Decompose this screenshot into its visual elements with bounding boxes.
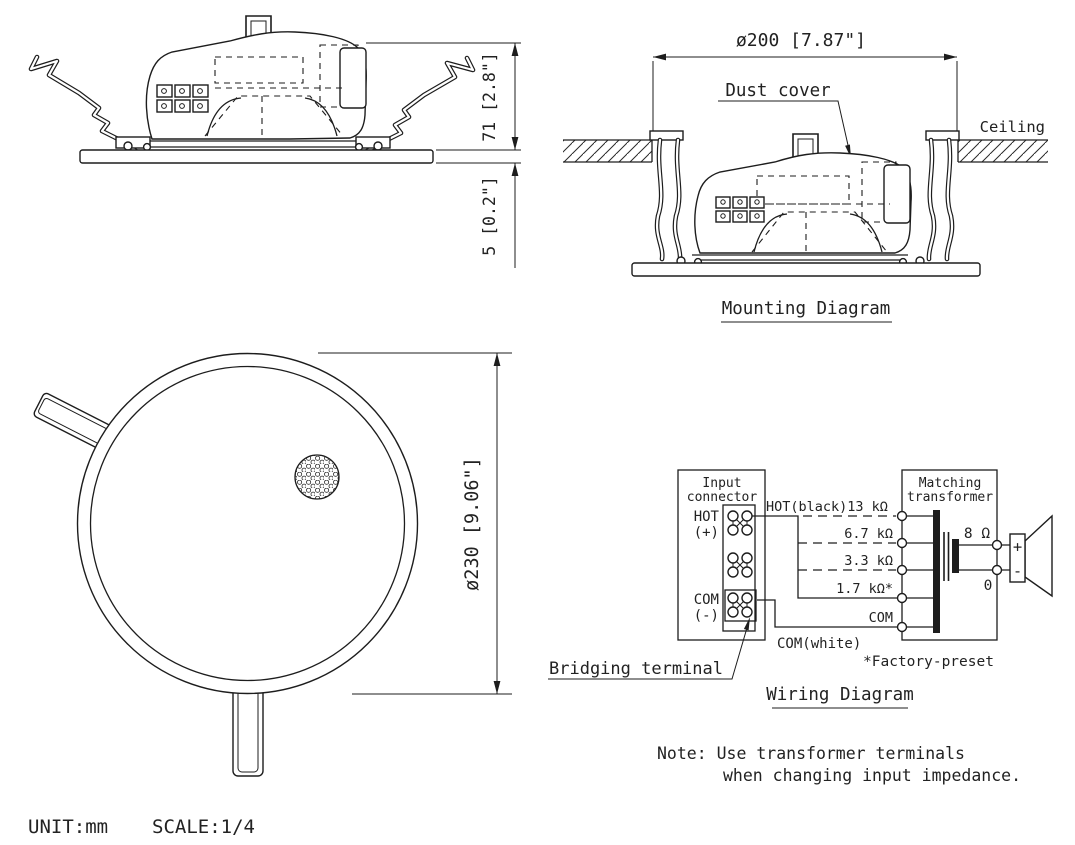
grille-circle bbox=[294, 454, 340, 500]
tap-terminal-6k7 bbox=[896, 537, 908, 549]
input-connector-title-2: connector bbox=[687, 490, 758, 505]
factory-preset-note: *Factory-preset bbox=[863, 654, 994, 670]
bridging-terminal-box bbox=[724, 589, 757, 622]
secondary-impedance-label: 8 Ω bbox=[964, 526, 990, 542]
tap-terminal-3k3 bbox=[896, 564, 908, 576]
com-label: COM bbox=[694, 592, 719, 608]
tap-terminal-com bbox=[896, 621, 908, 633]
terminal-group-hot bbox=[727, 510, 753, 536]
dim-flange-label: 5 [0.2"] bbox=[480, 176, 499, 255]
speaker-minus-label: - bbox=[1013, 562, 1022, 580]
ceiling-label: Ceiling bbox=[980, 118, 1045, 136]
carry-handle bbox=[245, 15, 272, 44]
com-polarity-label: (-) bbox=[694, 608, 719, 624]
transformer-outline-dashed bbox=[214, 56, 304, 84]
transformer-title-1: Matching bbox=[919, 476, 982, 491]
transformer-core bbox=[943, 532, 950, 581]
speaker-symbol: + - bbox=[1009, 514, 1053, 598]
input-connector-box bbox=[677, 469, 766, 641]
secondary-terminal-8ohm bbox=[991, 539, 1003, 551]
wiring-diagram: Input connector HOT (+) COM (-) HOT(blac… bbox=[548, 469, 1053, 709]
dim-diameter-label: ø230 [9.06"] bbox=[462, 457, 483, 591]
secondary-zero-label: 0 bbox=[984, 578, 993, 594]
note-line-1: Note: Use transformer terminals bbox=[657, 744, 965, 763]
baffle-inner-circle bbox=[89, 365, 406, 682]
scale-label: SCALE:1/4 bbox=[152, 816, 255, 838]
dim-cutout-label: ø200 [7.87"] bbox=[736, 30, 866, 51]
hot-polarity-label: (+) bbox=[694, 525, 719, 541]
side-view-dimensions: 71 [2.8"] 5 [0.2"] bbox=[366, 42, 521, 268]
mounting-diagram: ø200 [7.87"] Dust cover Ceiling bbox=[563, 30, 1048, 323]
unit-label: UNIT:mm bbox=[28, 816, 108, 838]
com-wire bbox=[757, 599, 897, 628]
top-view-dimension: ø230 [9.06"] bbox=[318, 352, 512, 695]
dust-cover-body-mounted bbox=[694, 152, 912, 254]
left-clamp-hook bbox=[649, 130, 684, 141]
terminal-group-middle bbox=[727, 552, 753, 578]
hot-label: HOT bbox=[694, 509, 720, 525]
cutout-dimension: ø200 [7.87"] bbox=[652, 30, 958, 138]
tap-terminal-13k bbox=[896, 510, 908, 522]
wiring-diagram-caption: Wiring Diagram bbox=[766, 685, 914, 705]
magnet-housing bbox=[339, 47, 367, 109]
speaker-flange bbox=[79, 149, 434, 164]
secondary-winding bbox=[952, 539, 959, 573]
speaker-flange-mounted bbox=[631, 262, 981, 277]
speaker-plus-label: + bbox=[1013, 538, 1022, 556]
transformer-title-2: transformer bbox=[907, 490, 993, 505]
tap-label-6k7: 6.7 kΩ bbox=[844, 526, 893, 542]
input-connector-title-1: Input bbox=[702, 476, 741, 491]
secondary-terminal-0 bbox=[991, 564, 1003, 576]
terminal-block-mounted bbox=[715, 196, 765, 223]
tap-label-13k: HOT(black)13 kΩ bbox=[766, 499, 888, 515]
hot-wire bbox=[752, 515, 897, 599]
terminal-block bbox=[156, 84, 209, 113]
top-view: ø230 [9.06"] bbox=[33, 352, 512, 777]
terminal-strip bbox=[722, 504, 756, 632]
terminal-group-com bbox=[727, 592, 753, 618]
dim-height-label: 71 [2.8"] bbox=[480, 52, 499, 141]
com-wire-label: COM(white) bbox=[777, 636, 861, 652]
tap-terminal-1k7 bbox=[896, 592, 908, 604]
mounting-diagram-caption: Mounting Diagram bbox=[722, 299, 891, 319]
ceiling-section bbox=[563, 139, 1048, 163]
baffle-outer-circle bbox=[76, 352, 419, 695]
tap-label-com: COM bbox=[869, 610, 893, 626]
tab-bottom bbox=[232, 687, 264, 777]
right-clamp-hook bbox=[925, 130, 960, 141]
dust-cover-label: Dust cover bbox=[725, 81, 830, 101]
carry-handle-mounted bbox=[792, 133, 819, 163]
tap-label-3k3: 3.3 kΩ bbox=[844, 553, 893, 569]
side-view: 71 [2.8"] 5 [0.2"] bbox=[28, 15, 521, 268]
tap-label-1k7: 1.7 kΩ* bbox=[836, 581, 893, 597]
bridging-terminal-label: Bridging terminal bbox=[549, 659, 723, 679]
note-line-2: when changing input impedance. bbox=[723, 766, 1021, 785]
primary-winding bbox=[933, 510, 940, 633]
matching-transformer-box bbox=[901, 469, 998, 641]
